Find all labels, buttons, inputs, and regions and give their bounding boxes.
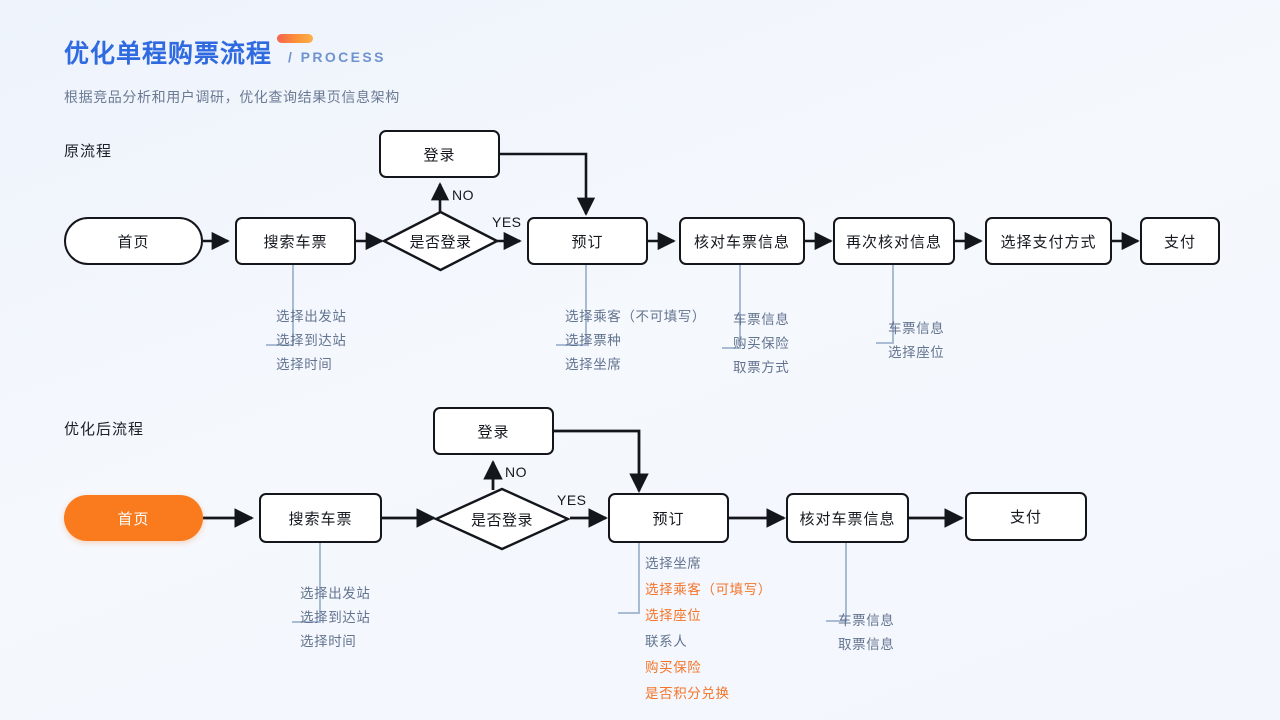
diamond-shape: [434, 487, 570, 551]
page-title-suffix: / PROCESS: [288, 49, 386, 65]
annotation-item: 车票信息: [838, 613, 895, 628]
section-label-original: 原流程: [64, 143, 113, 160]
annotation-item: 购买保险: [733, 336, 790, 351]
annotation-item: 选择时间: [300, 634, 357, 649]
annotation-item: 车票信息: [733, 312, 790, 327]
node-is-logged-in[interactable]: 是否登录: [382, 210, 499, 272]
edge-label-yes: YES: [557, 492, 587, 508]
annotation-item: 选择坐席: [645, 556, 702, 571]
node-home[interactable]: 首页: [64, 217, 203, 265]
annotation-search-tickets: 选择出发站 选择到达站 选择时间: [276, 308, 347, 373]
node-booking[interactable]: 预订: [608, 493, 729, 543]
node-login[interactable]: 登录: [379, 130, 500, 178]
annotation-item-highlighted: 是否积分兑换: [645, 686, 730, 701]
node-pay[interactable]: 支付: [1140, 217, 1220, 265]
annotation-item: 选择时间: [276, 357, 333, 372]
edge-label-no: NO: [505, 464, 527, 480]
node-label: 是否登录: [409, 233, 472, 251]
annotation-item-highlighted: 选择乘客（可填写）: [645, 582, 772, 597]
edge-label-yes: YES: [492, 214, 522, 230]
annotation-item: 选择出发站: [276, 309, 347, 324]
annotation-item: 联系人: [645, 634, 688, 649]
node-booking[interactable]: 预订: [527, 217, 648, 265]
node-home-highlighted[interactable]: 首页: [64, 495, 203, 541]
annotation-item-highlighted: 选择座位: [645, 608, 702, 623]
title-row: 优化单程购票流程 / PROCESS: [64, 34, 400, 73]
diamond-shape: [382, 210, 499, 272]
node-login[interactable]: 登录: [433, 407, 554, 455]
node-verify-ticket-info[interactable]: 核对车票信息: [786, 493, 909, 543]
annotation-item: 选择出发站: [300, 586, 371, 601]
section-label-optimized: 优化后流程: [64, 421, 145, 438]
annotation-item: 车票信息: [888, 321, 945, 336]
page-subtitle: 根据竞品分析和用户调研，优化查询结果页信息架构: [64, 89, 400, 105]
annotation-item: 选择到达站: [300, 610, 371, 625]
annotation-item: 取票方式: [733, 360, 790, 375]
annotation-item: 选择票种: [565, 333, 622, 348]
annotation-search-tickets: 选择出发站 选择到达站 选择时间: [300, 585, 371, 650]
node-verify-ticket-info[interactable]: 核对车票信息: [679, 217, 805, 265]
node-pay[interactable]: 支付: [965, 492, 1087, 541]
node-search-tickets[interactable]: 搜索车票: [259, 493, 382, 543]
annotation-item: 选择坐席: [565, 357, 622, 372]
annotation-reverify-info: 车票信息 选择座位: [888, 320, 944, 361]
page-header: 优化单程购票流程 / PROCESS 根据竞品分析和用户调研，优化查询结果页信息…: [64, 34, 400, 107]
node-reverify-info[interactable]: 再次核对信息: [833, 217, 955, 265]
page-title: 优化单程购票流程: [64, 40, 273, 68]
node-is-logged-in[interactable]: 是否登录: [434, 487, 570, 551]
annotation-item: 选择乘客（不可填写）: [565, 309, 706, 324]
annotation-item-highlighted: 购买保险: [645, 660, 702, 675]
annotation-booking: 选择坐席 选择乘客（可填写） 选择座位 联系人 购买保险 是否积分兑换: [645, 555, 772, 702]
annotation-item: 选择到达站: [276, 333, 347, 348]
edge-label-no: NO: [452, 187, 474, 203]
annotation-verify-ticket-info: 车票信息 购买保险 取票方式: [733, 311, 789, 376]
node-select-payment-method[interactable]: 选择支付方式: [985, 217, 1112, 265]
annotation-verify-ticket-info: 车票信息 取票信息: [838, 612, 894, 653]
annotation-item: 选择座位: [888, 345, 945, 360]
annotation-item: 取票信息: [838, 637, 895, 652]
gradient-bar-decoration: [277, 34, 313, 43]
annotation-booking: 选择乘客（不可填写） 选择票种 选择坐席: [565, 308, 706, 373]
node-label: 是否登录: [470, 511, 533, 529]
node-search-tickets[interactable]: 搜索车票: [235, 217, 356, 265]
